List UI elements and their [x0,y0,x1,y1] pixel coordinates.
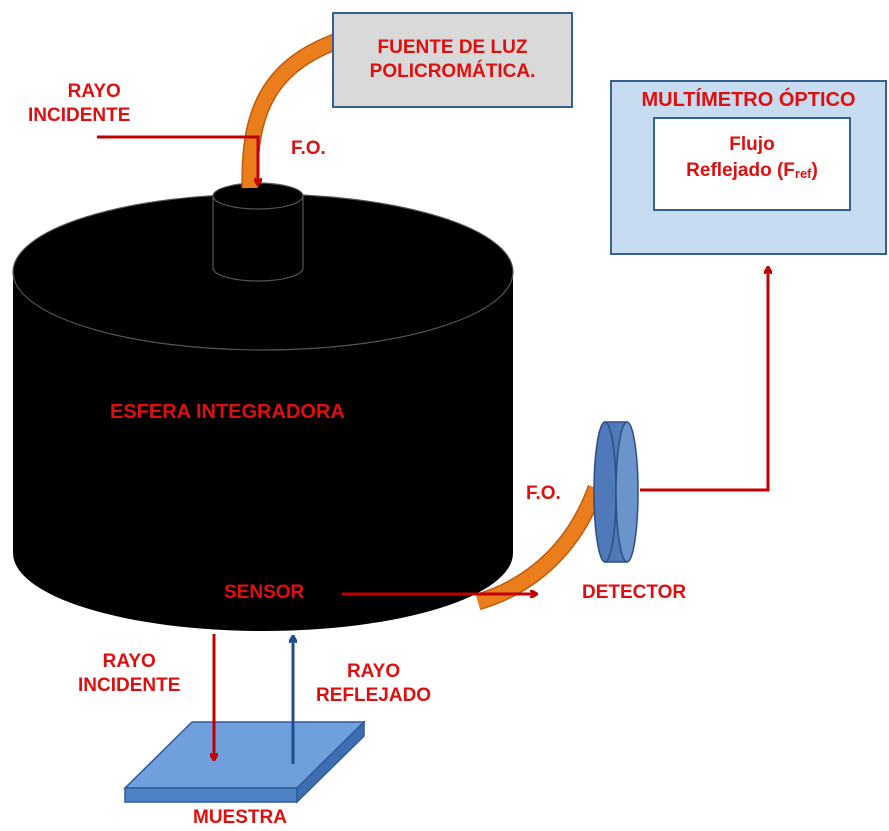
incident-ray-top-line-1: RAYO [67,81,121,102]
reflected-flux-label: Flujo Reflejado (Fref) [655,132,849,187]
sample-label: MUESTRA [193,807,287,828]
sample [123,720,366,804]
multimeter-title: MULTÍMETRO ÓPTICO [641,89,856,111]
incident-ray-top-label: RAYO INCIDENTE [28,80,130,128]
flux-line-2-close: ) [811,160,818,181]
optical-fiber-top [242,33,343,189]
incident-ray-top-arrow [97,135,258,184]
reflected-ray-label: RAYO REFLEJADO [316,660,431,708]
light-source-label: FUENTE DE LUZ POLICROMÁTICA. [334,36,571,84]
incident-ray-top-line-2: INCIDENTE [28,105,131,126]
fiber-right-label: F.O. [526,483,561,504]
light-source-box: FUENTE DE LUZ POLICROMÁTICA. [332,12,573,108]
top-port [212,182,304,282]
sphere-label: ESFERA INTEGRADORA [110,401,345,423]
flux-subscript: ref [794,166,812,181]
sensor-label: SENSOR [224,582,305,603]
flux-line-2-main: Reflejado (F [686,160,795,181]
fiber-top-label: F.O. [291,138,326,159]
incident-ray-bottom-label: RAYO INCIDENTE [78,650,180,698]
reflected-ray-line-2: REFLEJADO [316,685,432,706]
reflected-flux-box: Flujo Reflejado (Fref) [653,117,851,211]
detector-label: DETECTOR [582,582,687,603]
light-source-line-2: POLICROMÁTICA. [369,61,536,82]
detector [593,421,639,563]
incident-ray-bottom-line-2: INCIDENTE [78,675,181,696]
flux-line-2: Reflejado (Fref) [655,158,849,187]
flux-line-1: Flujo [729,134,775,155]
sphere-body [13,272,513,631]
incident-ray-bottom-line-1: RAYO [102,651,156,672]
detector-to-multimeter-arrow [640,268,768,492]
reflected-ray-line-1: RAYO [346,661,401,682]
light-source-line-1: FUENTE DE LUZ [377,37,528,58]
